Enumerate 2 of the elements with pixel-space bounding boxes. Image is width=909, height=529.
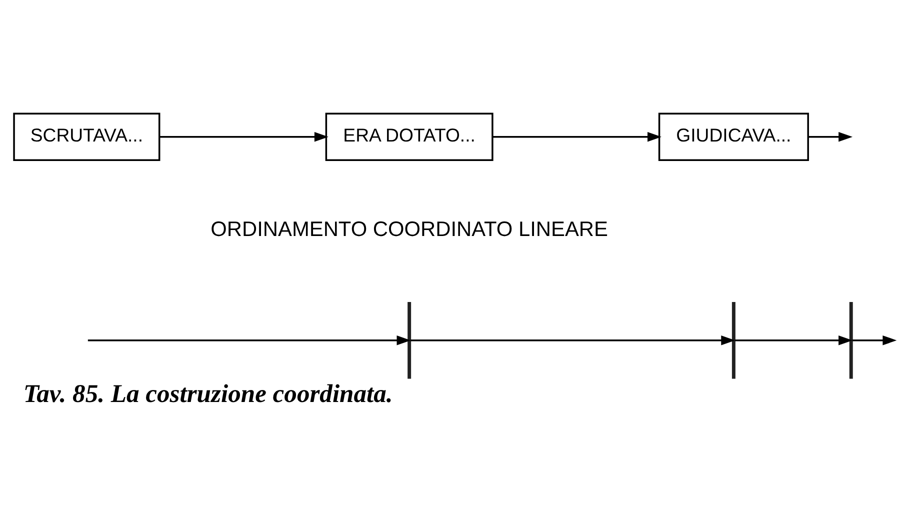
caption: Tav. 85. La costruzione coordinata.: [23, 379, 393, 408]
label: ORDINAMENTO COORDINATO LINEARE: [210, 218, 608, 242]
